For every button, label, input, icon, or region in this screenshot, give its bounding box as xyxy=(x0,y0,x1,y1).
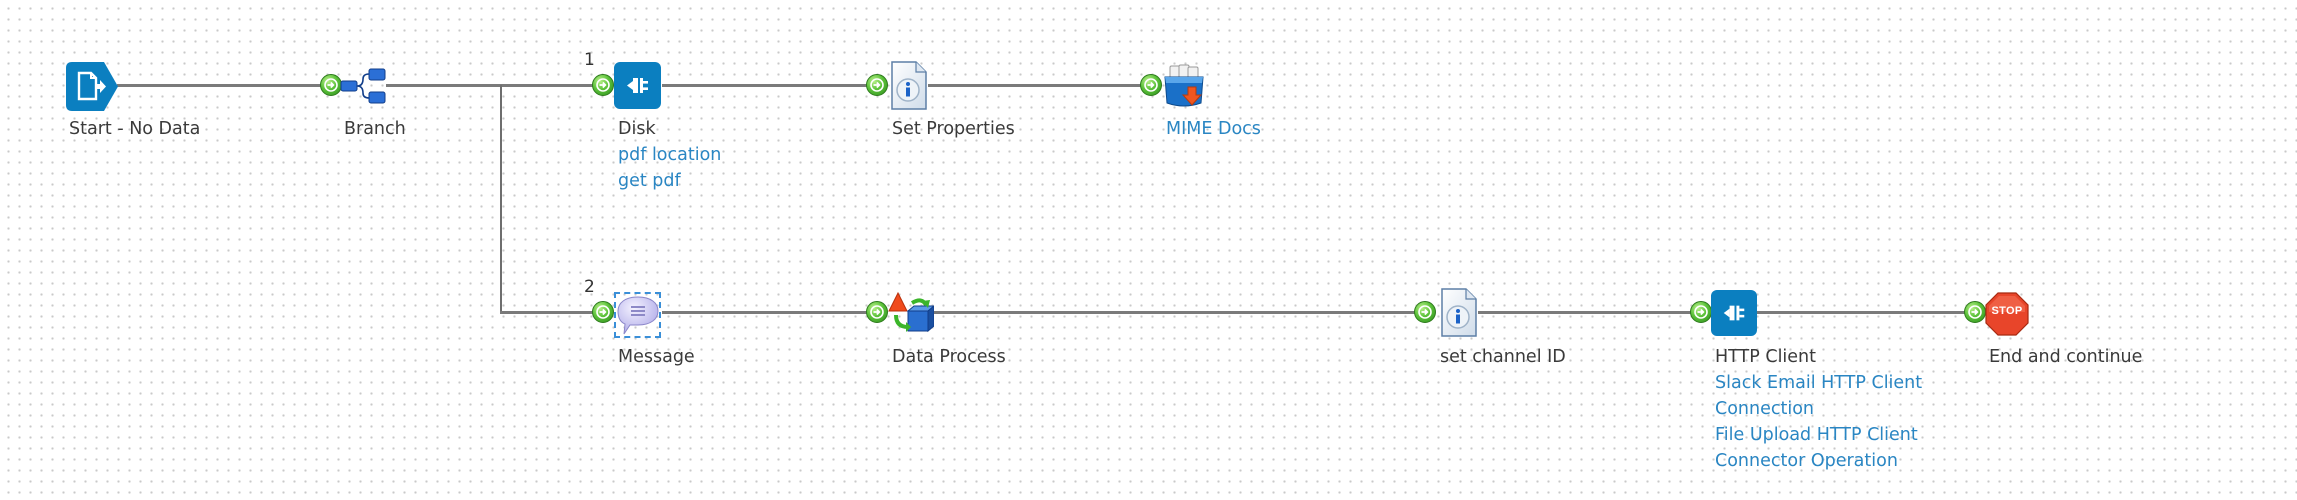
dataprocess-input-dot[interactable] xyxy=(866,301,888,323)
set-properties-label: Set Properties xyxy=(892,119,1015,139)
connector-setchannel-http xyxy=(1478,311,1701,314)
start-shape[interactable] xyxy=(66,62,118,111)
mime-input-dot[interactable] xyxy=(1140,74,1162,96)
connector-message-dataprocess xyxy=(662,311,877,314)
arrow-right-icon xyxy=(1968,305,1982,319)
end-and-continue-shape[interactable]: STOP xyxy=(1985,292,2029,336)
http-operation-link-line2[interactable]: Connector Operation xyxy=(1715,451,1898,471)
arrow-right-icon xyxy=(1694,305,1708,319)
branch-label: Branch xyxy=(344,119,406,139)
arrow-right-icon xyxy=(1418,305,1432,319)
mime-docs-label[interactable]: MIME Docs xyxy=(1166,119,1261,139)
mime-docs-shape[interactable] xyxy=(1162,63,1208,109)
connector-http-stop xyxy=(1757,311,1975,314)
connector-plug-icon xyxy=(1723,305,1745,321)
connector-dataprocess-setchannel xyxy=(934,311,1425,314)
arrow-right-icon xyxy=(596,305,610,319)
set-channel-id-label: set channel ID xyxy=(1440,347,1566,367)
arrow-right-icon xyxy=(870,78,884,92)
set-channel-id-shape[interactable] xyxy=(1440,288,1478,337)
start-no-data-icon xyxy=(66,62,118,111)
document-info-icon xyxy=(891,61,927,110)
connector-split-message xyxy=(500,311,603,314)
http-client-shape[interactable] xyxy=(1711,290,1757,336)
arrow-right-icon xyxy=(596,78,610,92)
http-client-label: HTTP Client xyxy=(1715,347,1817,367)
arrow-right-icon xyxy=(870,305,884,319)
arrow-right-icon xyxy=(324,78,338,92)
setchannel-input-dot[interactable] xyxy=(1414,301,1436,323)
branch-number-1: 1 xyxy=(584,50,595,70)
stop-sign-text: STOP xyxy=(1991,305,2023,317)
http-connection-link-line2[interactable]: Connection xyxy=(1715,399,1815,419)
disk-shape[interactable] xyxy=(614,62,661,109)
branch-number-2: 2 xyxy=(584,277,595,297)
connector-branch-split xyxy=(386,84,603,87)
http-operation-link-line1[interactable]: File Upload HTTP Client xyxy=(1715,425,1918,445)
disk-operation-link[interactable]: get pdf xyxy=(618,171,681,191)
http-connection-link-line1[interactable]: Slack Email HTTP Client xyxy=(1715,373,1923,393)
connector-disk-setprops xyxy=(662,84,877,87)
message-label: Message xyxy=(618,347,695,367)
data-process-icon xyxy=(888,291,936,333)
message-input-dot[interactable] xyxy=(592,301,614,323)
document-info-icon xyxy=(1441,288,1477,337)
set-properties-shape[interactable] xyxy=(890,61,928,110)
disk-connection-link[interactable]: pdf location xyxy=(618,145,722,165)
speech-bubble-icon xyxy=(617,296,659,335)
end-and-continue-label: End and continue xyxy=(1989,347,2143,367)
message-selection-box xyxy=(614,292,661,338)
branch-icon xyxy=(340,68,386,104)
branch-shape[interactable] xyxy=(340,67,386,105)
message-shape[interactable] xyxy=(616,294,660,336)
connector-start-branch xyxy=(117,84,330,87)
stop-sign-icon xyxy=(1985,292,2029,336)
setprops-input-dot[interactable] xyxy=(866,74,888,96)
data-process-label: Data Process xyxy=(892,347,1006,367)
disk-label: Disk xyxy=(618,119,656,139)
http-input-dot[interactable] xyxy=(1690,301,1712,323)
branch-input-dot[interactable] xyxy=(320,74,342,96)
connector-plug-icon xyxy=(627,78,648,93)
connector-branch-vertical xyxy=(500,85,502,313)
process-call-icon xyxy=(1164,64,1204,107)
data-process-shape[interactable] xyxy=(888,291,936,335)
start-label: Start - No Data xyxy=(69,119,201,139)
stop-input-dot[interactable] xyxy=(1964,301,1986,323)
connector-setprops-mime xyxy=(928,84,1151,87)
disk-input-dot[interactable] xyxy=(592,74,614,96)
arrow-right-icon xyxy=(1144,78,1158,92)
